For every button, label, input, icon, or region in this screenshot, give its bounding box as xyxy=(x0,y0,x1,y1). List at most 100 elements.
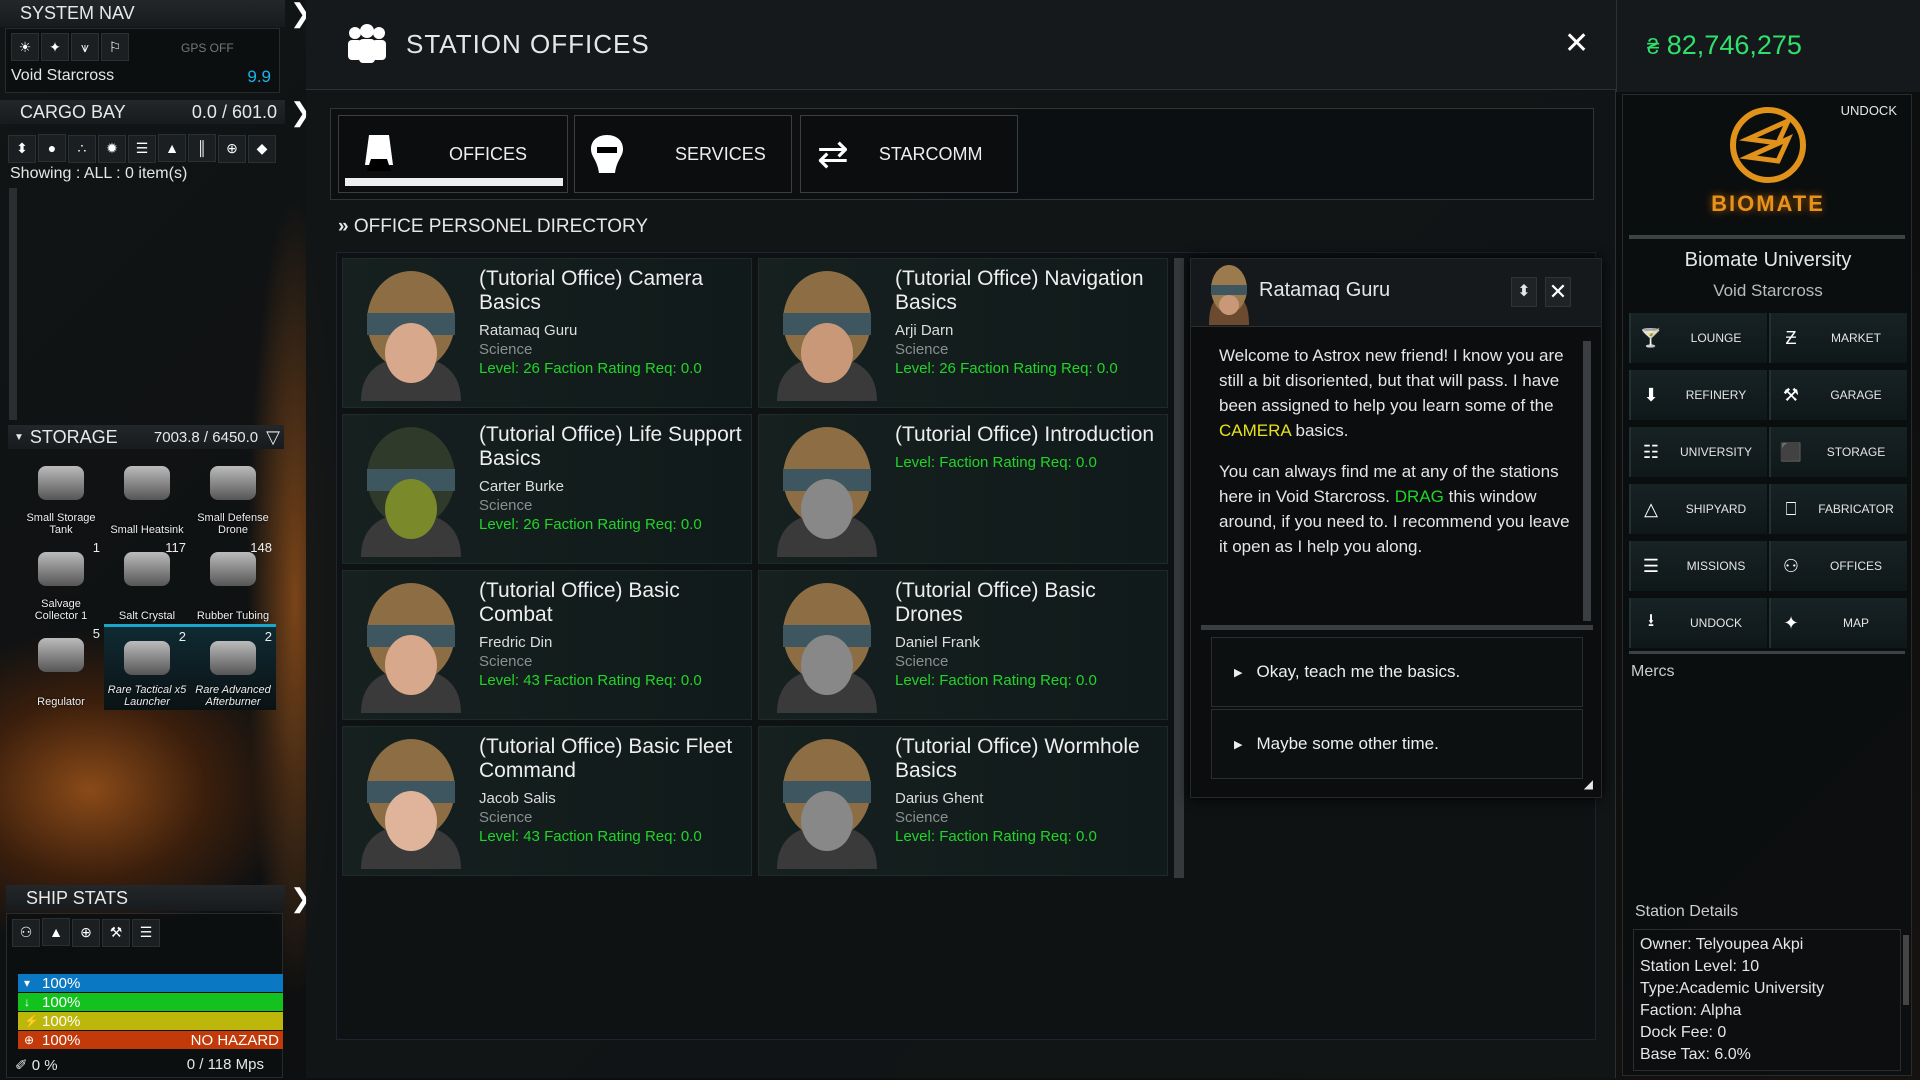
dialog-option-decline[interactable]: ▶Maybe some other time. xyxy=(1211,709,1583,779)
network-icon[interactable]: ✦ xyxy=(41,33,69,61)
npc-dialog[interactable]: Ratamaq Guru ⬍ ✕ Welcome to Astrox new f… xyxy=(1190,258,1602,798)
station-button-storage[interactable]: ⬛STORAGE xyxy=(1769,427,1907,477)
station-name: Biomate University xyxy=(1684,249,1852,271)
sort-icon[interactable]: ⬍ xyxy=(8,134,36,163)
station-button-missions[interactable]: ☰MISSIONS xyxy=(1629,541,1767,591)
station-button-offices[interactable]: ⚇OFFICES xyxy=(1769,541,1907,591)
details-scrollbar[interactable] xyxy=(1903,935,1909,1005)
cargo-showing: Showing : ALL : 0 item(s) xyxy=(10,165,188,182)
cargo-bay-title: CARGO BAY xyxy=(20,101,126,122)
waypoint-icon[interactable]: ⚐ xyxy=(101,33,129,61)
level-label: Level: xyxy=(479,672,520,689)
dialog-scrollbar[interactable] xyxy=(1583,341,1591,621)
station-button-fabricator[interactable]: ⎕FABRICATOR xyxy=(1769,484,1907,534)
highlighted-keyword: CAMERA xyxy=(1219,421,1291,440)
storage-capacity: 7003.8 / 6450.0 xyxy=(153,428,259,446)
close-window-icon[interactable]: ✕ xyxy=(1564,27,1590,60)
storage-item[interactable]: Small Heatsink xyxy=(104,452,190,538)
faction-req-value: 0.0 xyxy=(680,828,702,845)
ore-icon[interactable]: ● xyxy=(38,134,66,162)
ammo-icon[interactable]: ║ xyxy=(188,134,216,162)
dialog-header[interactable]: Ratamaq Guru ⬍ ✕ xyxy=(1191,259,1601,327)
speed: 0 / 118 Mps xyxy=(186,1056,264,1073)
level-value: 26 xyxy=(523,516,540,533)
npc-name: Ratamaq Guru xyxy=(479,322,578,339)
office-title: (Tutorial Office) Wormhole Basics xyxy=(895,735,1140,782)
ship-icon[interactable]: ▲ xyxy=(42,918,70,946)
plus-circle-icon[interactable]: ⊕ xyxy=(72,918,100,947)
window-header[interactable]: STATION OFFICES ✕ xyxy=(306,0,1616,90)
faction-req-value: 0.0 xyxy=(1075,828,1097,845)
station-details-title: Station Details xyxy=(1635,903,1739,920)
close-dialog-icon[interactable]: ✕ xyxy=(1545,277,1571,307)
dialog-option-accept[interactable]: ▶Okay, teach me the basics. xyxy=(1211,637,1583,707)
ship-stats-header[interactable]: SHIP STATS xyxy=(6,885,285,911)
plus-circle-icon[interactable]: ⊕ xyxy=(218,134,246,163)
station-button-map[interactable]: ✦MAP xyxy=(1769,598,1907,648)
bullet-icon[interactable]: ▲ xyxy=(158,134,186,162)
station-button-university[interactable]: ☷UNIVERSITY xyxy=(1629,427,1767,477)
directory-scrollbar[interactable] xyxy=(1174,258,1184,878)
dialog-text: Welcome to Astrox new friend! I know you… xyxy=(1219,346,1564,415)
route-icon[interactable]: ⩛ xyxy=(71,33,99,61)
station-button-lounge[interactable]: 🍸LOUNGE xyxy=(1629,313,1767,363)
station-button-undock[interactable]: ⭳UNDOCK xyxy=(1629,598,1767,648)
cluster-icon[interactable]: ∴ xyxy=(68,134,96,163)
offices-icon xyxy=(348,24,386,63)
resize-handle-icon[interactable]: ◢ xyxy=(1583,777,1593,791)
list-icon[interactable]: ☰ xyxy=(132,918,160,947)
tools-icon[interactable]: ⚒ xyxy=(102,918,130,947)
helmet-icon[interactable]: ⚇ xyxy=(12,918,40,947)
system-nav-header[interactable]: SYSTEM NAV xyxy=(0,0,285,27)
sun-icon[interactable]: ☀ xyxy=(11,33,39,61)
npc-role: Science xyxy=(479,497,533,514)
station-detail-line: Base Tax: 6.0% xyxy=(1640,1046,1751,1063)
burst-icon[interactable]: ✹ xyxy=(98,134,126,163)
tab-services[interactable]: SERVICES xyxy=(574,115,792,193)
station-button-refinery[interactable]: ⬇REFINERY xyxy=(1629,370,1767,420)
credits: ₴ 82,746,275 xyxy=(1647,30,1802,61)
shipyard-icon: △ xyxy=(1644,498,1658,519)
dialog-npc-name: Ratamaq Guru xyxy=(1259,279,1391,301)
storage-item[interactable]: Small Defense Drone xyxy=(190,452,276,538)
undock-link[interactable]: UNDOCK xyxy=(1840,103,1897,118)
station-button-label: LOUNGE xyxy=(1690,331,1742,345)
diamond-icon[interactable]: ◆ xyxy=(248,134,276,163)
filter-icon[interactable]: ▽ xyxy=(266,426,280,447)
storage-item[interactable]: Small Storage Tank xyxy=(18,452,104,538)
cargo-scrollbar[interactable] xyxy=(9,188,17,420)
dialog-text: You can always find me at any of the sta… xyxy=(1219,462,1559,506)
station-button-garage[interactable]: ⚒GARAGE xyxy=(1769,370,1907,420)
collapse-icon[interactable]: ▼ xyxy=(14,431,24,443)
dialog-text: this window around, if you need to. I re… xyxy=(1219,487,1570,556)
station-button-label: GARAGE xyxy=(1830,388,1882,402)
resize-toggle-icon[interactable]: ⬍ xyxy=(1511,277,1537,307)
tab-offices[interactable]: OFFICES xyxy=(338,115,568,193)
station-button-shipyard[interactable]: △SHIPYARD xyxy=(1629,484,1767,534)
stack-icon[interactable]: ☰ xyxy=(128,134,156,163)
level-label: Level: xyxy=(895,828,936,845)
dialog-paragraph: Welcome to Astrox new friend! I know you… xyxy=(1219,343,1571,443)
tab-starcomm[interactable]: ⇄ STARCOMM xyxy=(800,115,1018,193)
faction-label: Faction Rating Req: xyxy=(939,828,1072,845)
npc-role: Science xyxy=(479,341,533,358)
